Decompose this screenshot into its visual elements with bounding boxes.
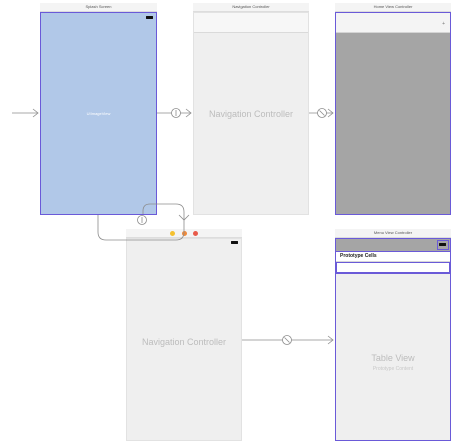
splash-screen-scene[interactable]: Splash Screen UIImageView bbox=[40, 3, 157, 215]
table-view-body[interactable]: Table View Prototype Content bbox=[336, 273, 450, 440]
prototype-cells-label: Prototype Cells bbox=[340, 253, 377, 259]
battery-icon bbox=[439, 243, 446, 246]
menu-view[interactable]: Prototype Cells Table View Prototype Con… bbox=[335, 238, 451, 441]
splash-screen-view[interactable]: UIImageView bbox=[40, 12, 157, 215]
navigation-controller-view[interactable]: Navigation Controller bbox=[126, 238, 242, 441]
navigation-controller-view[interactable]: Navigation Controller bbox=[193, 12, 309, 215]
home-view-controller-scene[interactable]: Home View Controller + bbox=[335, 3, 451, 215]
relationship-segue-icon[interactable] bbox=[282, 335, 292, 345]
entry-segue[interactable] bbox=[12, 108, 39, 118]
navigation-controller-scene[interactable]: Navigation Controller Navigation Control… bbox=[193, 3, 309, 215]
table-section-header: Prototype Cells bbox=[336, 252, 450, 262]
prototype-cell[interactable] bbox=[336, 262, 450, 273]
relationship-segue-icon[interactable] bbox=[317, 108, 327, 118]
navigation-bar[interactable]: + bbox=[336, 13, 450, 33]
navigation-controller-label: Navigation Controller bbox=[141, 337, 227, 347]
push-segue-icon[interactable] bbox=[171, 108, 181, 118]
splash-to-nav-bottom-segue[interactable] bbox=[97, 203, 190, 241]
navigation-bar[interactable] bbox=[194, 13, 308, 33]
navigation-controller-label: Navigation Controller bbox=[208, 109, 294, 119]
menu-view-controller-scene[interactable]: Menu View Controller Prototype Cells Tab… bbox=[335, 229, 451, 441]
splash-to-nav-segue[interactable] bbox=[157, 108, 192, 118]
home-view[interactable]: + bbox=[335, 12, 451, 215]
scene-title: Home View Controller bbox=[335, 3, 451, 12]
prototype-content-label: Prototype Content bbox=[372, 366, 414, 372]
battery-icon bbox=[146, 16, 153, 19]
nav-bottom-to-menu-segue[interactable] bbox=[242, 335, 334, 345]
scene-title: Splash Screen bbox=[40, 3, 157, 12]
table-view-label: Table View bbox=[371, 353, 415, 363]
scene-title: Menu View Controller bbox=[335, 229, 451, 238]
view-controller-icon[interactable] bbox=[182, 230, 187, 236]
image-view-label: UIImageView bbox=[86, 111, 111, 116]
navigation-bar[interactable] bbox=[336, 239, 450, 252]
scene-title: Navigation Controller bbox=[193, 3, 309, 12]
bar-button-item[interactable]: + bbox=[442, 21, 445, 27]
bar-button-item[interactable] bbox=[437, 240, 449, 250]
first-responder-icon[interactable] bbox=[170, 230, 175, 236]
push-segue-icon[interactable] bbox=[137, 215, 147, 225]
exit-icon[interactable] bbox=[193, 230, 198, 236]
battery-icon bbox=[231, 241, 238, 244]
nav-to-home-segue[interactable] bbox=[309, 108, 334, 118]
